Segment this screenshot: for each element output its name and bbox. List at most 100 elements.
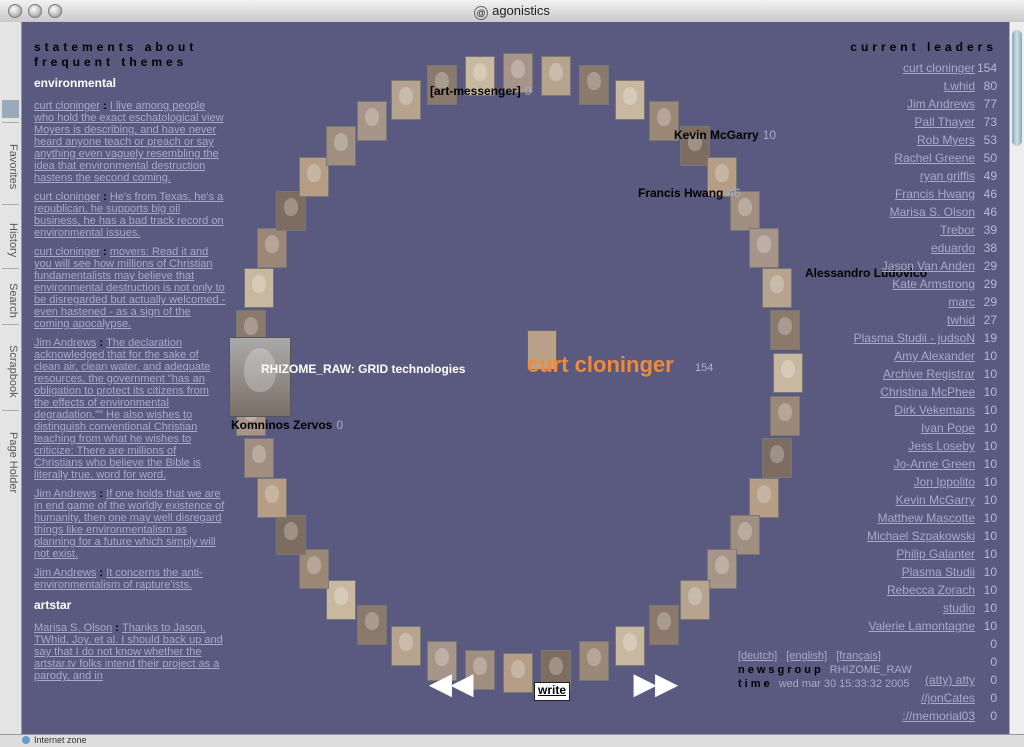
participant-avatar[interactable]: [426, 640, 457, 681]
leader-name-link[interactable]: Amy Alexander: [894, 349, 975, 363]
participant-avatar[interactable]: [390, 80, 421, 121]
participant-avatar[interactable]: [257, 477, 288, 518]
leader-name-link[interactable]: (atty) atty: [924, 673, 975, 687]
participant-avatar[interactable]: [541, 56, 572, 97]
language-link-deutch[interactable]: [deutch]: [738, 650, 778, 662]
tab-search[interactable]: Search: [2, 268, 19, 327]
statement-text-link[interactable]: The declaration acknowledged that for th…: [34, 337, 211, 481]
leader-name-link[interactable]: //jonCates: [920, 691, 975, 705]
participant-avatar[interactable]: [275, 190, 306, 231]
leader-row[interactable]: 0: [817, 653, 997, 671]
participant-avatar[interactable]: [426, 65, 457, 106]
participant-avatar[interactable]: [679, 126, 710, 167]
scrollbar-thumb[interactable]: [1012, 30, 1022, 146]
participant-avatar[interactable]: [648, 605, 679, 646]
participant-avatar[interactable]: [298, 549, 329, 590]
leader-name-link[interactable]: Rob Myers: [916, 133, 975, 147]
statement-text-link[interactable]: It concerns the anti-environmentalism of…: [34, 567, 203, 591]
leader-name-link[interactable]: Jim Andrews: [906, 97, 975, 111]
participant-avatar[interactable]: [357, 605, 388, 646]
participant-avatar[interactable]: [748, 228, 779, 269]
leader-name-link[interactable]: Pall Thayer: [914, 115, 975, 129]
participant-avatar[interactable]: [762, 268, 793, 309]
leader-name-link[interactable]: studio: [942, 601, 975, 615]
statement-text-link[interactable]: Thanks to Jason, TWhid, Joy, et al. I sh…: [34, 622, 223, 682]
leader-name-link[interactable]: Trebor: [940, 223, 975, 237]
minimize-window-icon[interactable]: [28, 4, 42, 18]
leader-name-link[interactable]: ryan griffis: [919, 169, 975, 183]
topic-label[interactable]: RHIZOME_RAW: GRID technologies: [261, 362, 466, 376]
participant-avatar[interactable]: [257, 228, 288, 269]
leader-name-link[interactable]: Ivan Pope: [920, 421, 975, 435]
participant-avatar[interactable]: [770, 310, 801, 351]
statement-text-link[interactable]: If one holds that we are in end game of …: [34, 488, 225, 560]
explorer-toggle-icon[interactable]: [2, 100, 19, 118]
participant-avatar[interactable]: [773, 353, 803, 393]
ring-tag[interactable]: [art-messenger]0: [430, 84, 532, 98]
participant-avatar[interactable]: [707, 156, 738, 197]
leader-name-link[interactable]: Matthew Mascotte: [877, 511, 975, 525]
participant-avatar[interactable]: [326, 126, 357, 167]
leader-name-link[interactable]: Michael Szpakowski: [866, 529, 975, 543]
leader-name-link[interactable]: Jess Loseby: [908, 439, 975, 453]
leader-name-link[interactable]: Jon Ippolito: [913, 475, 975, 489]
participant-avatar[interactable]: [615, 625, 646, 666]
leader-name-link[interactable]: eduardo: [930, 241, 975, 255]
leader-name-link[interactable]: Archive Registrar: [882, 367, 975, 381]
statement-author-link[interactable]: Jim Andrews: [34, 567, 97, 579]
statement-author-link[interactable]: curt cloninger: [34, 191, 101, 203]
leader-name-link[interactable]: Marisa S. Olson: [889, 205, 975, 219]
participant-avatar[interactable]: [579, 640, 610, 681]
statement-author-link[interactable]: curt cloninger: [34, 246, 101, 258]
center-avatar[interactable]: [527, 330, 557, 370]
participant-avatar[interactable]: [243, 268, 274, 309]
statement-author-link[interactable]: Jim Andrews: [34, 337, 97, 349]
participant-avatar[interactable]: [503, 653, 533, 693]
statement-text-link[interactable]: He's from Texas, he's a republican, he s…: [34, 191, 224, 239]
zoom-window-icon[interactable]: [48, 4, 62, 18]
tab-scrapbook[interactable]: Scrapbook: [2, 324, 19, 413]
participant-avatar[interactable]: [464, 649, 495, 690]
participant-avatar[interactable]: [243, 437, 274, 478]
previous-button[interactable]: ◀◀: [430, 668, 474, 699]
participant-avatar[interactable]: [390, 625, 421, 666]
statement-author-link[interactable]: Marisa S. Olson: [34, 622, 113, 634]
leader-name-link[interactable]: ://memorial03: [902, 709, 975, 723]
leader-name-link[interactable]: Kate Armstrong: [892, 277, 975, 291]
topic-image[interactable]: [229, 337, 291, 417]
leader-name-link[interactable]: Plasma Studii - judsoN: [853, 331, 975, 345]
participant-avatar[interactable]: [326, 579, 357, 620]
leader-name-link[interactable]: Kevin McGarry: [895, 493, 975, 507]
leader-name-link[interactable]: t.whid: [943, 79, 975, 93]
leader-name-link[interactable]: marc: [948, 295, 975, 309]
write-button[interactable]: write: [534, 682, 570, 701]
participant-avatar[interactable]: [730, 190, 761, 231]
next-button[interactable]: ▶▶: [634, 668, 678, 699]
participant-avatar[interactable]: [762, 437, 793, 478]
leader-name-link[interactable]: Christina McPhee: [880, 385, 975, 399]
leader-name-link[interactable]: Jo-Anne Green: [893, 457, 975, 471]
language-link-english[interactable]: [english]: [786, 650, 828, 662]
participant-avatar[interactable]: [298, 156, 329, 197]
